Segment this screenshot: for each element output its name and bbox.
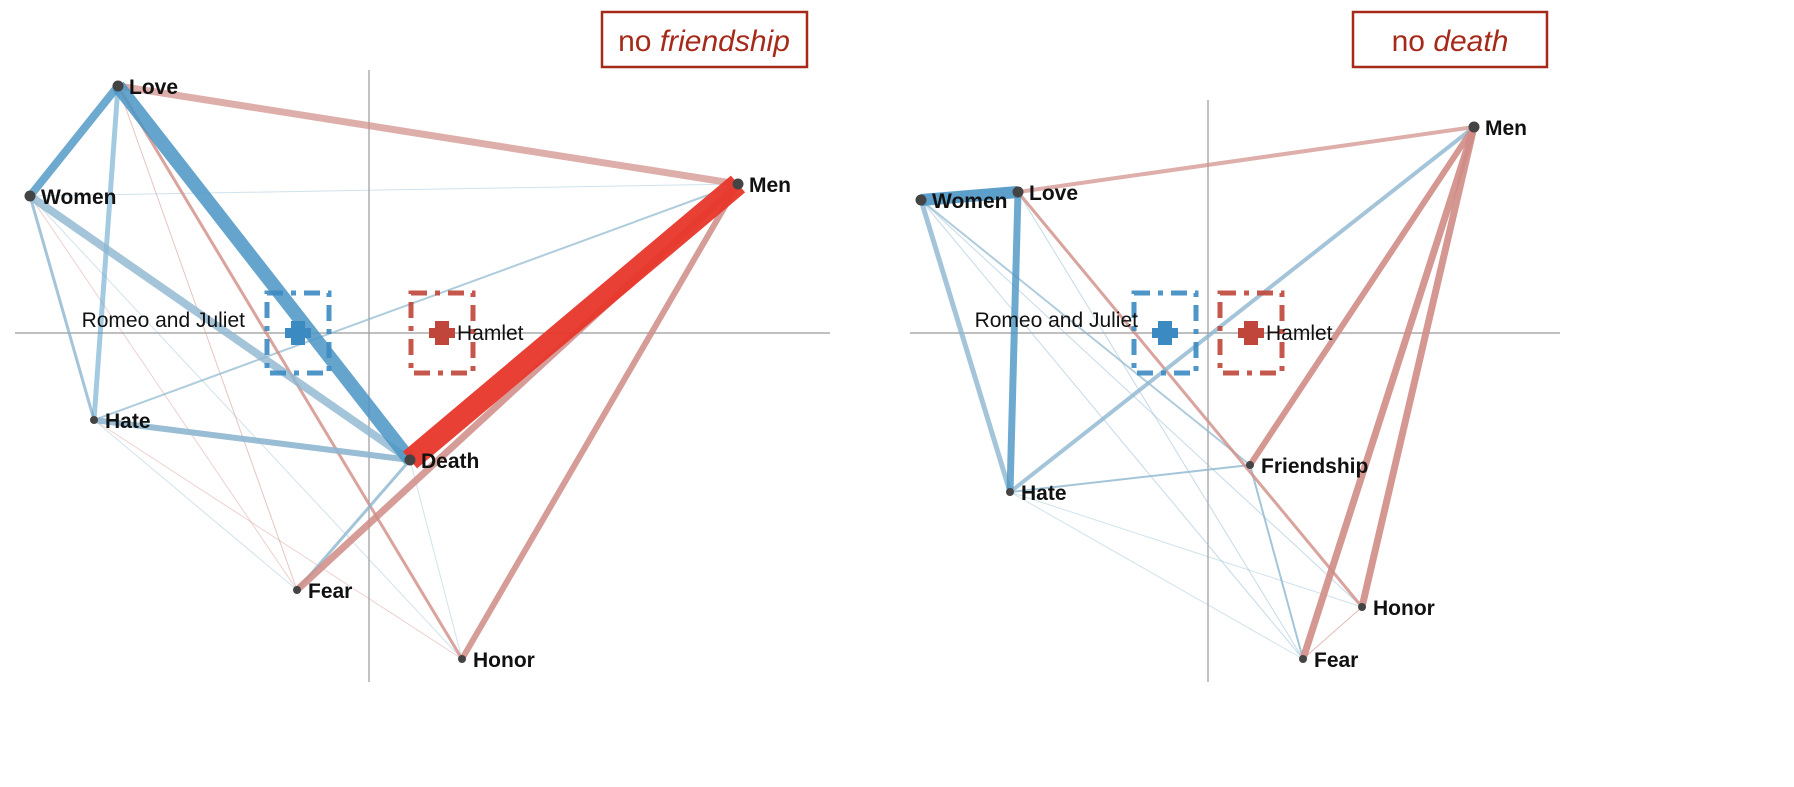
node-label-honor: Honor (473, 649, 535, 672)
edge-men-hate (1008, 125, 1476, 494)
node-women (24, 190, 36, 202)
edge-men-death (402, 175, 746, 469)
node-friendship (1246, 461, 1254, 469)
node-fear (293, 586, 301, 594)
edge-women-honor (29, 195, 463, 660)
edge-love-men (117, 82, 739, 188)
group-box-red (408, 290, 476, 376)
node-men (732, 178, 744, 190)
group-center-marker (429, 328, 455, 338)
group-box-blue (1131, 290, 1199, 376)
edge-love-women (26, 83, 122, 199)
edge-hate-honor (1009, 491, 1363, 608)
edge-men-fear (1299, 125, 1478, 661)
edge-hate-fear (1009, 491, 1304, 660)
group-center-marker (1238, 328, 1264, 338)
group-label: Romeo and Juliet (975, 309, 1139, 332)
node-women (915, 194, 927, 206)
edge-women-fear (29, 195, 298, 591)
edge-hate-death (93, 417, 411, 463)
node-hate (1006, 488, 1014, 496)
group-center-marker (285, 328, 311, 338)
node-fear (1299, 655, 1307, 663)
edge-hate-friendship (1009, 464, 1251, 493)
node-honor (1358, 603, 1366, 611)
node-love (1012, 186, 1024, 198)
node-label-fear: Fear (1314, 649, 1358, 672)
group-label: Hamlet (1266, 322, 1333, 345)
edge-love-men (1017, 125, 1475, 194)
node-label-honor: Honor (1373, 597, 1435, 620)
node-label-love: Love (1029, 182, 1078, 205)
node-label-fear: Fear (308, 580, 352, 603)
panel-title: no death (1392, 25, 1509, 58)
edge-women-men (29, 183, 739, 197)
edge-women-love (920, 186, 1019, 206)
node-label-hate: Hate (105, 410, 151, 433)
node-label-love: Love (129, 76, 178, 99)
edge-men-honor (1358, 126, 1478, 608)
edge-hate-fear (93, 419, 298, 591)
node-label-women: Women (932, 190, 1007, 213)
group-box-blue (264, 290, 332, 376)
edge-love-fear (117, 85, 298, 591)
node-honor (458, 655, 466, 663)
edge-fear-honor (1302, 606, 1363, 660)
edge-men-friendship (1247, 125, 1477, 467)
group-box-red (1217, 290, 1285, 376)
group-label: Romeo and Juliet (82, 309, 246, 332)
edge-women-friendship (920, 199, 1251, 466)
node-label-hate: Hate (1021, 482, 1067, 505)
edge-women-fear (920, 199, 1304, 660)
title-box (600, 10, 809, 69)
edge-love-death (112, 81, 416, 465)
edge-love-fear (1017, 191, 1304, 660)
node-men (1468, 121, 1480, 133)
group-center-marker (1152, 328, 1178, 338)
node-hate (90, 416, 98, 424)
panel-title: no friendship (618, 25, 790, 58)
node-label-friendship: Friendship (1261, 455, 1368, 478)
edge-women-death (27, 192, 413, 464)
edge-friendship-fear (1249, 464, 1304, 660)
edge-hate-honor (93, 419, 463, 660)
edge-hate-men (93, 183, 739, 421)
edge-love-hate (1006, 191, 1022, 493)
edge-women-hate (918, 199, 1013, 493)
node-label-men: Men (1485, 117, 1527, 140)
node-death (404, 454, 416, 466)
group-label: Hamlet (457, 322, 524, 345)
node-label-men: Men (749, 174, 791, 197)
node-label-death: Death (421, 450, 479, 473)
node-label-women: Women (41, 186, 116, 209)
edge-women-honor (920, 199, 1363, 608)
edge-death-honor (409, 459, 463, 660)
edge-men-honor (459, 182, 741, 661)
node-love (112, 80, 124, 92)
edge-women-hate (28, 195, 96, 421)
edge-love-honor (1016, 191, 1364, 608)
title-box (1351, 10, 1549, 69)
